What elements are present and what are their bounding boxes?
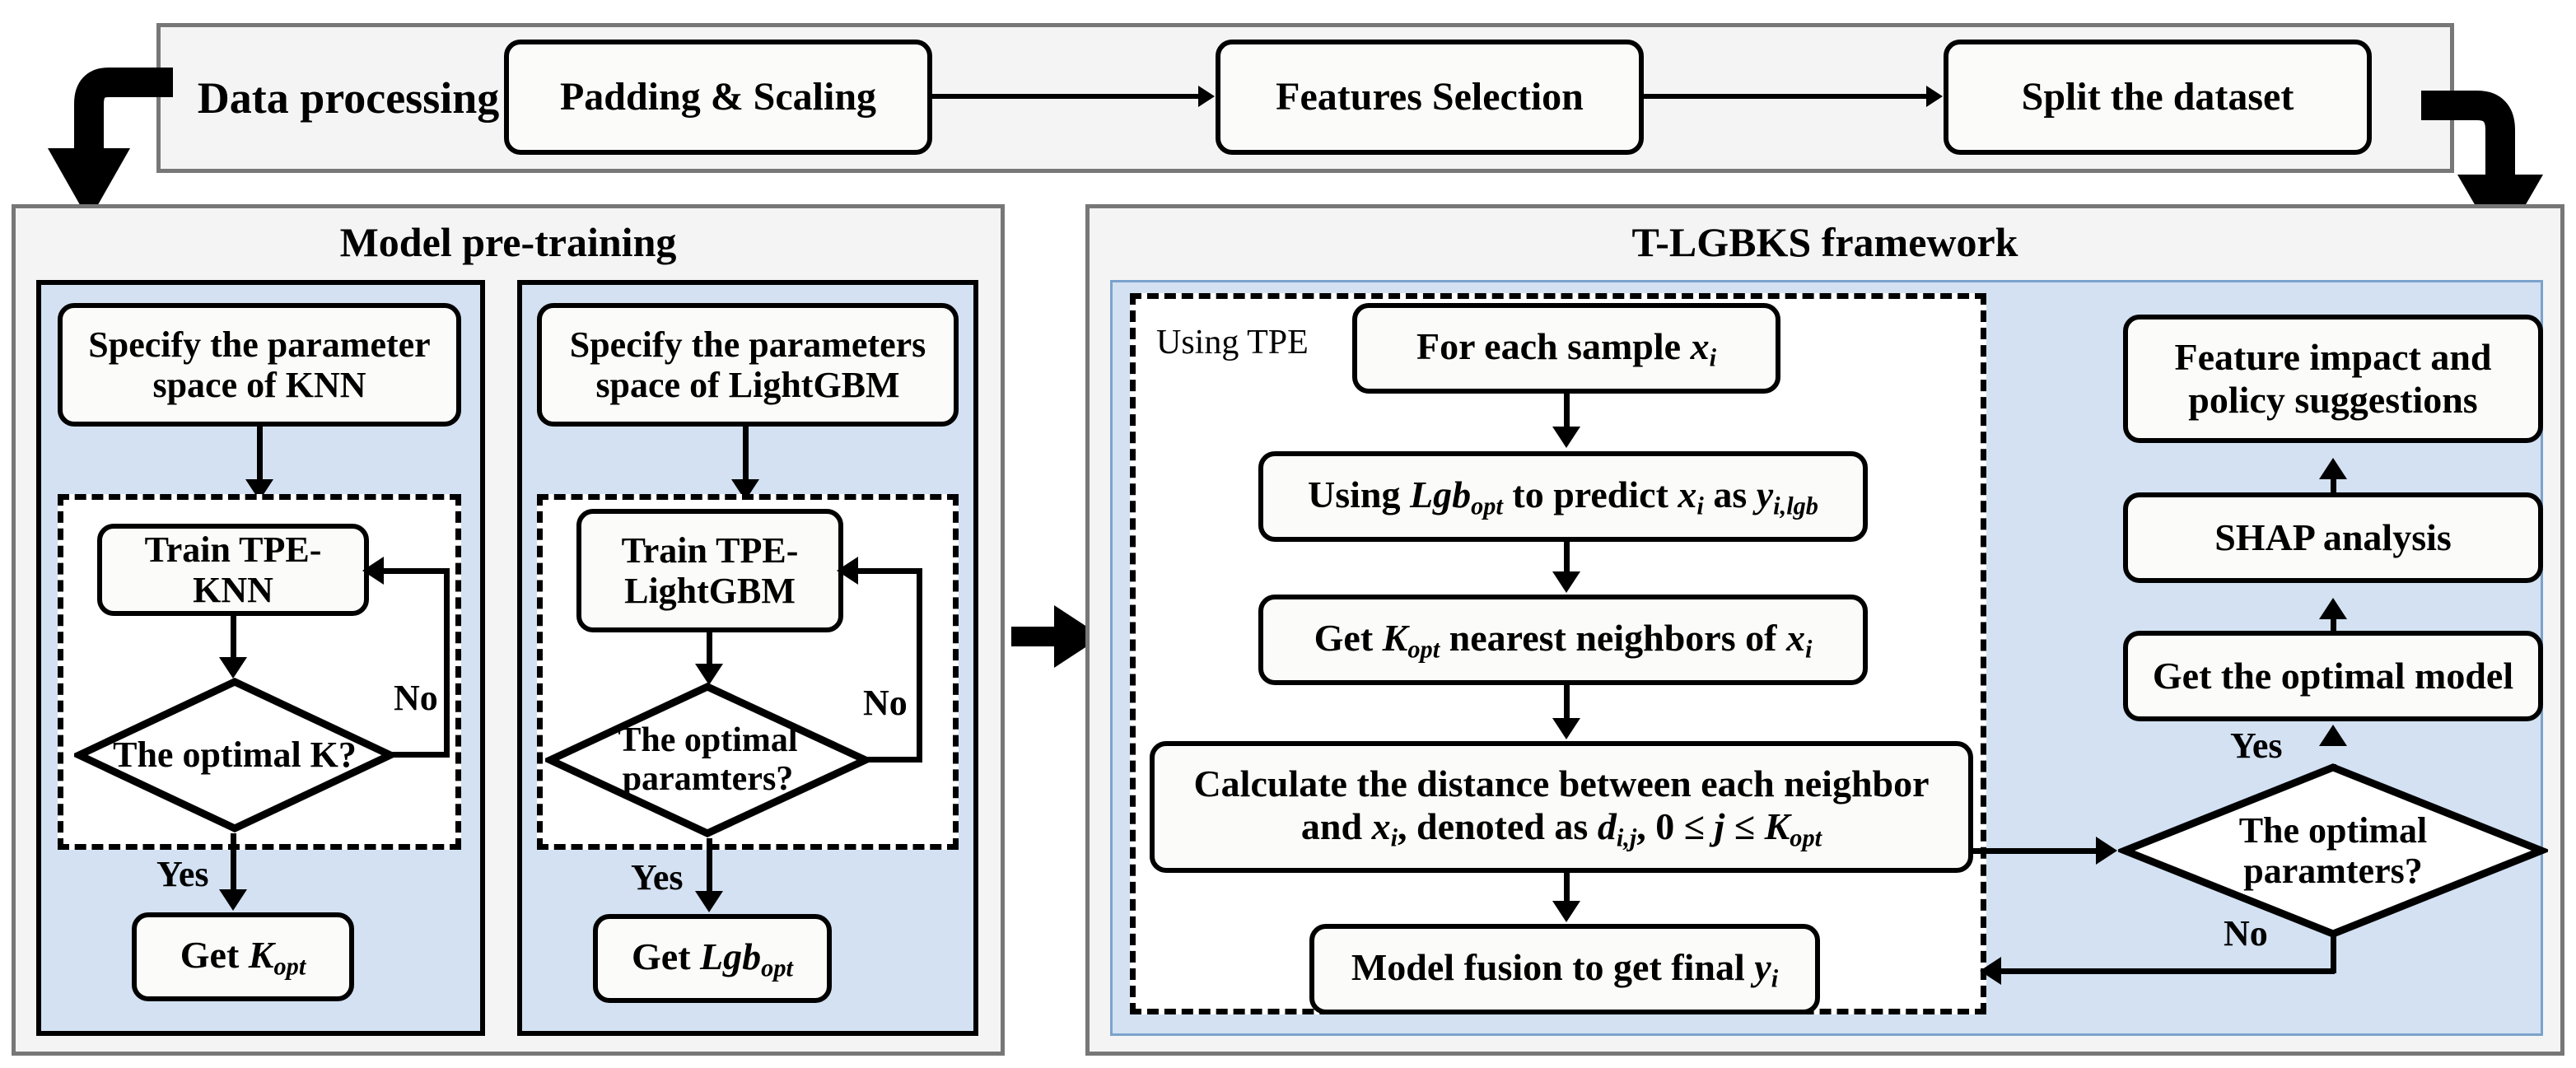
node-specify-lgbm-space: Specify the parameters space of LightGBM [537, 303, 959, 427]
node-get-lgb-opt-label: Get Lgbopt [632, 935, 793, 982]
connector-lgbm-train-to-decision [707, 632, 712, 670]
node-get-lgb-opt: Get Lgbopt [593, 914, 832, 1003]
elbow-arrow-left-into-pretraining [48, 68, 173, 221]
connector-framework-no-vertical [2331, 934, 2336, 973]
framework-yes-label: Yes [2230, 725, 2283, 766]
connector-knn-no-horizontal [390, 752, 450, 758]
connector-distance-to-framework-decision [1973, 848, 2108, 854]
node-get-nearest-neighbors: Get Kopt nearest neighbors of xi [1258, 595, 1868, 685]
node-shap-analysis-label: SHAP analysis [2214, 516, 2452, 559]
using-tpe-label: Using TPE [1156, 324, 1309, 361]
node-specify-lgbm-space-label: Specify the parameters space of LightGBM [569, 324, 926, 405]
node-get-k-opt-label: Get Kopt [180, 933, 306, 981]
step-split-dataset[interactable]: Split the dataset [1944, 40, 2372, 155]
connector-lgbm-no-return [858, 568, 922, 574]
arrow-knn-no-into-train [362, 557, 384, 585]
node-specify-knn-space-label: Specify the parameter space of KNN [88, 324, 431, 405]
data-processing-title: Data processing [197, 73, 500, 123]
framework-no-label: No [2224, 913, 2268, 954]
step-features-selection[interactable]: Features Selection [1216, 40, 1644, 155]
connector-lgbm-specify-to-train [743, 427, 749, 486]
node-get-optimal-model: Get the optimal model [2123, 631, 2543, 721]
model-pretraining-title: Model pre-training [339, 219, 677, 265]
connector-neighbors-to-distance [1564, 685, 1570, 725]
arrow-lgbm-yes [695, 891, 723, 912]
lgbm-yes-label: Yes [631, 857, 684, 898]
arrow-optimal-model-to-shap [2319, 598, 2347, 619]
connector-knn-no-vertical [444, 568, 450, 758]
arrow-knn-train-to-decision [219, 657, 247, 679]
knn-yes-label: Yes [156, 854, 209, 894]
node-get-nearest-neighbors-label: Get Kopt nearest neighbors of xi [1314, 616, 1813, 664]
connector-lgbm-no-vertical [917, 568, 922, 763]
connector-features-to-split [1644, 94, 1932, 99]
node-model-fusion-label: Model fusion to get final yi [1351, 945, 1779, 993]
node-shap-analysis: SHAP analysis [2123, 492, 2543, 583]
node-specify-knn-space: Specify the parameter space of KNN [58, 303, 461, 427]
connector-predict-to-neighbors [1564, 542, 1570, 578]
arrow-sample-to-predict [1552, 427, 1580, 448]
arrow-predict-to-neighbors [1552, 571, 1580, 593]
node-for-each-sample: For each sample xi [1352, 303, 1780, 394]
node-feature-impact-policy-label: Feature impact and policy suggestions [2174, 336, 2492, 421]
arrow-knn-yes [219, 889, 247, 911]
connector-knn-no-return [384, 568, 448, 574]
node-model-fusion: Model fusion to get final yi [1309, 924, 1820, 1014]
node-for-each-sample-label: For each sample xi [1416, 324, 1717, 372]
node-train-tpe-knn: Train TPE-KNN [97, 524, 369, 616]
step-padding-scaling[interactable]: Padding & Scaling [504, 40, 932, 155]
node-get-optimal-model-label: Get the optimal model [2152, 655, 2514, 697]
arrow-neighbors-to-distance [1552, 718, 1580, 739]
arrow-shap-to-feature-impact [2319, 458, 2347, 479]
connector-framework-no-horizontal [2001, 968, 2335, 974]
node-predict-with-lgb-label: Using Lgbopt to predict xi as yi,lgb [1308, 473, 1818, 520]
node-get-k-opt: Get Kopt [132, 912, 354, 1001]
connector-lgbm-no-horizontal [865, 757, 922, 763]
connector-sample-to-predict [1564, 394, 1570, 433]
decision-optimal-k[interactable]: The optimal K? [74, 677, 395, 833]
decision-framework-optimal-parameters[interactable]: The optimal paramters? [2118, 763, 2548, 939]
connector-pretraining-to-framework [1011, 627, 1059, 646]
connector-lgbm-yes [707, 838, 712, 898]
node-calculate-distance-label: Calculate the distance between each neig… [1193, 762, 1930, 851]
arrow-into-framework-decision [2096, 837, 2117, 865]
connector-knn-train-to-decision [231, 616, 236, 664]
node-calculate-distance: Calculate the distance between each neig… [1150, 741, 1973, 873]
node-train-tpe-lightgbm: Train TPE-LightGBM [576, 509, 843, 632]
arrow-lgbm-no-into-train [837, 557, 858, 585]
connector-padding-to-features [932, 94, 1204, 99]
connector-knn-yes [231, 833, 236, 896]
arrow-distance-to-fusion [1552, 901, 1580, 922]
lgbm-no-label: No [863, 683, 908, 723]
arrow-framework-yes [2319, 725, 2347, 746]
arrow-padding-to-features [1198, 86, 1215, 107]
knn-no-label: No [394, 678, 438, 718]
node-train-tpe-lightgbm-label: Train TPE-LightGBM [621, 529, 799, 611]
arrow-features-to-split [1926, 86, 1943, 107]
arrow-framework-no-return [1980, 957, 2001, 985]
node-feature-impact-policy: Feature impact and policy suggestions [2123, 315, 2543, 443]
connector-distance-to-fusion [1564, 873, 1570, 907]
tlgbks-framework-title: T-LGBKS framework [1631, 219, 2018, 265]
connector-knn-specify-to-train [257, 427, 263, 486]
node-train-tpe-knn-label: Train TPE-KNN [144, 529, 322, 610]
decision-optimal-parameters-lgbm[interactable]: The optimal paramters? [545, 682, 870, 838]
node-predict-with-lgb: Using Lgbopt to predict xi as yi,lgb [1258, 451, 1868, 542]
arrow-lgbm-train-to-decision [695, 664, 723, 685]
